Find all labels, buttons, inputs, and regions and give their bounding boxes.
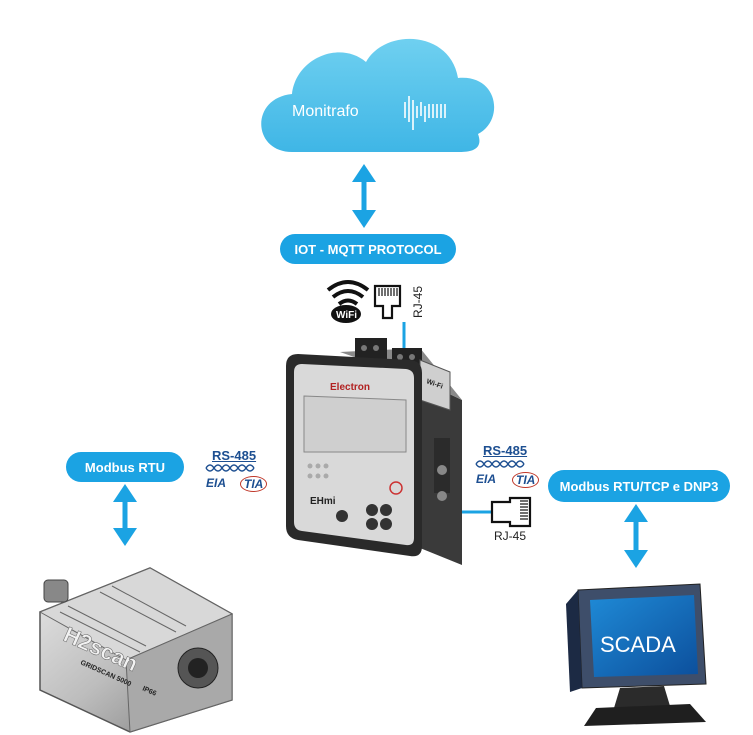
- tia-left-logo: TIA: [240, 476, 268, 492]
- rj45-right-label: RJ-45: [494, 529, 526, 543]
- arrow-modbus-scada: [624, 504, 648, 568]
- rj45-top-icon: [373, 284, 402, 320]
- device-brand: Electron: [330, 382, 370, 393]
- eia-right-logo: EIA: [476, 472, 497, 486]
- scada-monitor-icon: [566, 583, 707, 726]
- rs485-right-wave-icon: [475, 460, 525, 468]
- ehmi-device: [286, 338, 462, 565]
- device-model: EHmi: [310, 496, 336, 507]
- scada-label: SCADA: [600, 632, 676, 657]
- wifi-icon: WiFi: [326, 280, 370, 323]
- rj45-top-label: RJ-45: [411, 286, 425, 318]
- modbus-tcp-dnp3-pill: Modbus RTU/TCP e DNP3: [548, 470, 730, 502]
- tia-right-logo: TIA: [512, 472, 540, 488]
- cloud-label: Monitrafo: [292, 103, 359, 120]
- arrow-cloud-iot: [352, 164, 376, 228]
- rs485-right-label: RS-485: [483, 443, 528, 458]
- iot-mqtt-pill: IOT - MQTT PROTOCOL: [280, 234, 456, 264]
- cloud-icon: [261, 38, 495, 153]
- rs485-left-wave-icon: [205, 464, 255, 472]
- eia-left-logo: EIA: [206, 476, 227, 490]
- modbus-rtu-pill: Modbus RTU: [66, 452, 184, 482]
- arrow-modbus-sensor: [113, 484, 137, 546]
- rj45-right-icon: [490, 496, 532, 528]
- svg-text:WiFi: WiFi: [336, 310, 357, 321]
- rs485-left-label: RS-485: [212, 448, 257, 463]
- h2scan-sensor: [38, 567, 234, 733]
